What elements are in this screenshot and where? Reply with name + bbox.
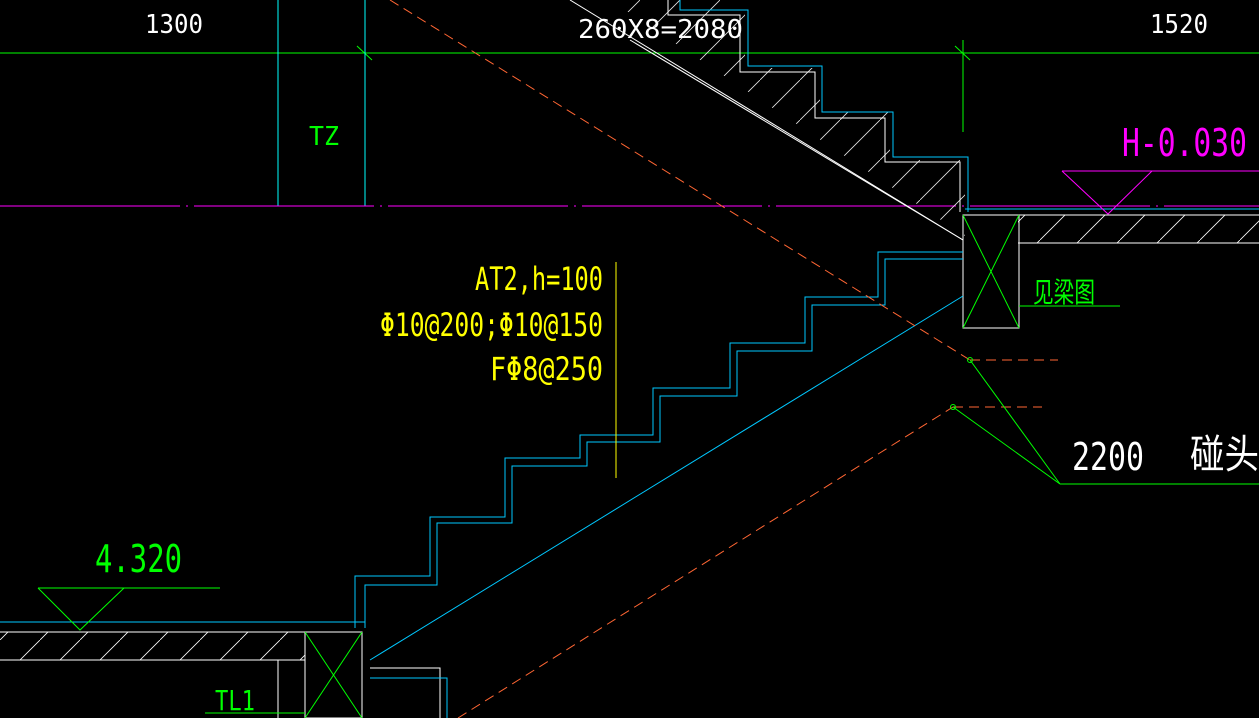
beam-top-label: TL1 <box>215 684 255 717</box>
clearance-leader <box>950 357 1259 485</box>
column-tz <box>277 0 366 206</box>
dimension-left: 1300 <box>145 10 203 40</box>
clearance-value: 2200 <box>1072 435 1144 479</box>
lower-stair-flight <box>354 251 964 661</box>
stair-note-line3: FΦ8@250 <box>490 350 603 388</box>
upper-beam-section <box>962 214 1020 329</box>
elevation-marker-bottom <box>37 587 220 631</box>
hidden-lines <box>389 0 1058 718</box>
elevation-marker-top <box>1061 170 1259 215</box>
elevation-bottom-label: 4.320 <box>95 537 182 581</box>
column-label: TZ <box>309 122 339 152</box>
dimension-right: 1520 <box>1150 10 1208 40</box>
beam-ref-label: 见梁图 <box>1033 276 1095 309</box>
clearance-label: 碰头 <box>1190 432 1259 478</box>
stair-note-line2: Φ10@200;Φ10@150 <box>380 306 603 344</box>
top-dimension-line <box>0 40 1259 132</box>
stair-note-line1: AT2,h=100 <box>475 260 603 298</box>
lower-beam-section <box>277 631 448 718</box>
upper-landing-slab <box>965 208 1259 244</box>
upper-stair-flight <box>569 0 969 241</box>
lower-landing-slab <box>0 621 365 661</box>
elevation-top-label: H-0.030 <box>1122 121 1247 165</box>
